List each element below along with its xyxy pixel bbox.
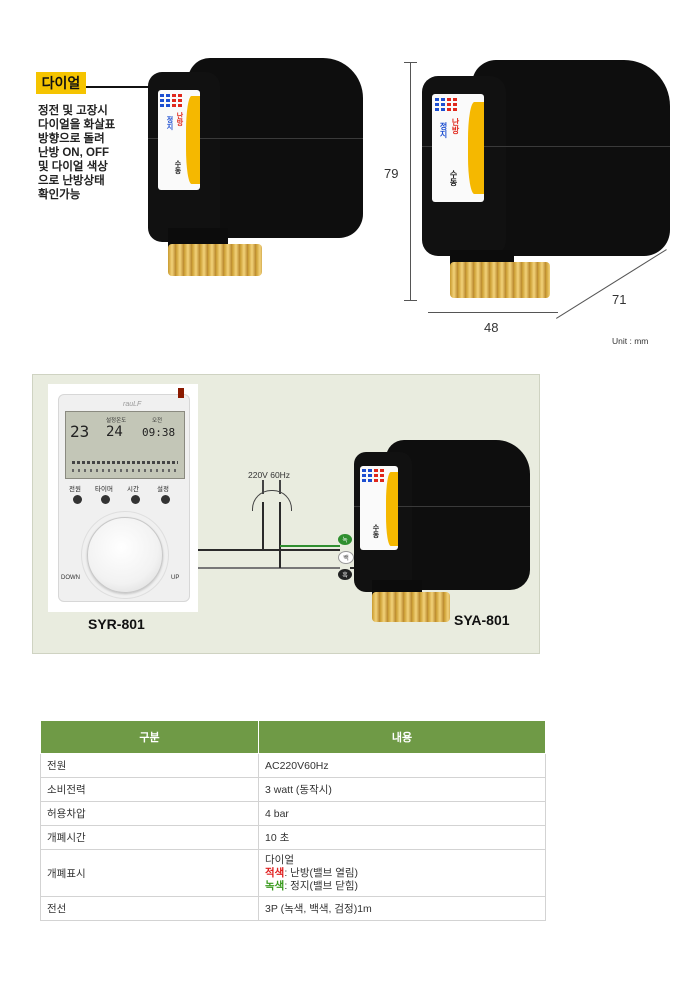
dial-pointer-line [86,86,184,88]
table-row: 개폐시간 10 초 [40,825,546,850]
knob-up-label: UP [171,575,180,581]
dimension-cap [404,62,417,63]
lcd-bar [72,461,178,464]
table-row: 소비전력 3 watt (동작시) [40,777,546,802]
lcd-time: 09:38 [142,426,176,439]
dimension-width-label: 48 [484,320,499,335]
spec-value: 다이얼 적색: 난방(밸브 열림) 녹색: 정지(밸브 닫힘) [258,849,546,897]
wire [280,545,340,547]
thermostat-brand: rauLF [123,401,142,408]
wire [279,502,281,568]
wire-tag-white: 백 [338,551,354,564]
dimension-line-width [428,312,558,313]
dimension-line-height [410,62,411,300]
spec-value: 3P (녹색, 백색, 검정)1m [258,896,546,921]
spec-label: 허용차압 [40,801,259,826]
brass-nut [168,244,262,276]
wire [198,567,340,569]
spec-header-category: 구분 [40,720,259,754]
timer-button[interactable] [101,495,110,504]
spec-value: AC220V60Hz [258,753,546,778]
table-row: 개폐표시 다이얼 적색: 난방(밸브 열림) 녹색: 정지(밸브 닫힘) [40,849,546,897]
set-button[interactable] [161,495,170,504]
table-row: 허용차압 4 bar [40,801,546,826]
status-panel: 수동 [360,466,398,550]
button-label-timer: 타이머 [95,486,113,493]
red-indicator-label: 적색 [265,866,285,879]
spec-header-content: 내용 [258,720,546,754]
lcd-set-temp: 24 [106,424,123,440]
thermostat-image: rauLF 23 설정온도 24 오전 09:38 전원 타이머 시간 설정 D… [48,384,198,612]
lcd-caption-set: 설정온도 [106,418,127,424]
knob-down-label: DOWN [61,575,80,581]
status-panel: 정지 난방 수동 [432,94,484,202]
model-label-thermostat: SYR-801 [88,616,145,632]
spec-value: 4 bar [258,801,546,826]
spec-value: 10 초 [258,825,546,850]
panel-label-manual: 수동 [372,524,379,538]
spec-label: 개폐시간 [40,825,259,850]
spec-table: 구분 내용 전원 AC220V60Hz 소비전력 3 watt (동작시) 허용… [40,720,546,921]
green-indicator-text: : 정지(밸브 닫힘) [284,879,359,892]
temperature-knob[interactable] [87,517,163,593]
panel-label-heat: 난방 [451,118,460,134]
plug-pin [262,480,264,494]
table-row: 전선 3P (녹색, 백색, 검정)1m [40,896,546,921]
lcd-caption-am: 오전 [152,418,163,424]
panel-label-manual: 수동 [174,160,181,174]
knob-ring [81,511,169,599]
wire [198,549,340,551]
spec-label: 소비전력 [40,777,259,802]
indicator-line: 다이얼 [265,853,294,866]
panel-label-manual: 수동 [449,170,458,186]
dial-tag: 다이얼 [36,72,86,94]
power-button[interactable] [73,495,82,504]
wire-tag-black: 흑 [338,569,352,580]
panel-label-stop: 정지 [439,122,448,138]
spec-value: 3 watt (동작시) [258,777,546,802]
lcd-bar [72,469,178,472]
red-tag [178,388,184,398]
actuator-image-left: 정지 난방 수동 [148,58,368,280]
button-label-power: 전원 [69,486,81,493]
spec-label: 전선 [40,896,259,921]
actuator-image-right: 정지 난방 수동 [422,60,672,302]
unit-label: Unit : mm [612,336,649,346]
time-button[interactable] [131,495,140,504]
panel-label-stop: 정지 [166,116,173,130]
thermostat-lcd: 23 설정온도 24 오전 09:38 [65,411,185,479]
dial-description: 정전 및 고장시 다이얼을 화살표 방향으로 돌려 난방 ON, OFF 및 다… [38,105,116,201]
actuator-image-wiring: 수동 [354,440,532,626]
model-label-actuator: SYA-801 [454,612,510,628]
spec-label: 전원 [40,753,259,778]
lcd-current-temp: 23 [70,422,90,441]
green-indicator-label: 녹색 [265,879,285,892]
power-label: 220V 60Hz [248,470,291,480]
spec-label: 개폐표시 [40,849,259,897]
wire-tag-green: 녹 [338,534,352,545]
brass-nut [372,592,450,622]
button-label-set: 설정 [157,486,169,493]
dimension-cap [404,300,417,301]
brass-nut [450,262,550,298]
dimension-height-label: 79 [384,166,399,181]
dimension-depth-label: 71 [612,292,627,307]
plug-pin [279,480,281,494]
red-indicator-text: : 난방(밸브 열림) [284,866,359,879]
button-label-time: 시간 [127,486,139,493]
table-row: 전원 AC220V60Hz [40,753,546,778]
panel-label-heat: 난방 [176,112,183,126]
status-panel: 정지 난방 수동 [158,90,200,190]
wire [262,502,264,550]
